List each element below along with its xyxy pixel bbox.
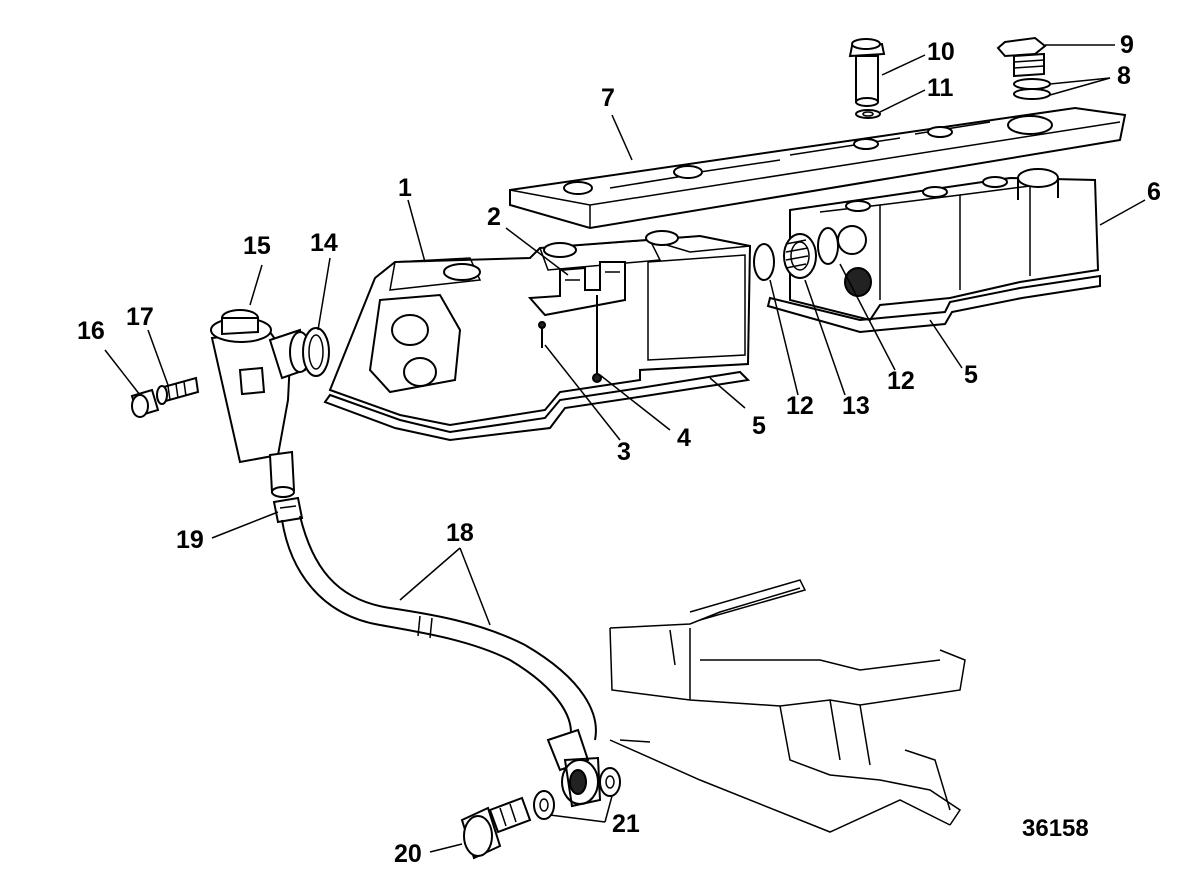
callout-10: 10: [927, 38, 955, 66]
callout-11: 11: [927, 74, 954, 102]
callout-12b: 12: [887, 367, 915, 395]
callout-17: 17: [126, 303, 154, 331]
callout-16: 16: [77, 317, 105, 345]
callout-7: 7: [601, 84, 615, 112]
callout-4: 4: [677, 424, 691, 452]
o-ring: [302, 327, 330, 377]
pcv-valve: [210, 309, 311, 498]
callout-13: 13: [842, 392, 870, 420]
screw-17: [156, 376, 200, 405]
callout-21: 21: [612, 810, 640, 838]
seal-ring-12a: [753, 243, 775, 281]
callout-14: 14: [310, 229, 338, 257]
callout-15: 15: [243, 232, 271, 260]
stud: [592, 295, 602, 383]
hose: [281, 515, 597, 741]
washers: [533, 767, 621, 820]
callout-8: 8: [1117, 62, 1131, 90]
callout-19: 19: [176, 526, 204, 554]
screw: [538, 321, 546, 348]
elbow-fitting: [546, 728, 602, 808]
bracket: [527, 261, 626, 317]
callout-18: 18: [446, 519, 474, 547]
washer: [855, 109, 881, 119]
rocker-cover-left: [323, 230, 752, 442]
hose-clamp-top: [272, 496, 304, 524]
seal-ring-12b: [817, 227, 839, 265]
callout-20: 20: [394, 840, 422, 868]
gasket-rings: [1013, 78, 1051, 100]
leader-lines: [104, 44, 1146, 853]
breather-tube: [848, 38, 886, 107]
callout-3: 3: [617, 438, 631, 466]
callout-9: 9: [1120, 31, 1134, 59]
filler-cap: [996, 36, 1047, 78]
callout-5b: 5: [964, 361, 978, 389]
callout-2: 2: [487, 203, 501, 231]
rocker-cover-right: [766, 168, 1101, 334]
callout-12a: 12: [786, 392, 814, 420]
cover-plate: [509, 106, 1127, 230]
oil-pan: [609, 579, 966, 833]
callout-1: 1: [398, 174, 412, 202]
bolt-16: [130, 388, 160, 418]
callout-5a: 5: [752, 412, 766, 440]
figure-number: 36158: [1022, 815, 1089, 842]
banjo-bolt: [460, 796, 532, 860]
plug: [783, 233, 817, 279]
callout-labels: 1 2 3 4 5 5 6 7 8 9 10 11 12 12 13 14 15…: [77, 31, 1161, 868]
callout-6: 6: [1147, 178, 1161, 206]
